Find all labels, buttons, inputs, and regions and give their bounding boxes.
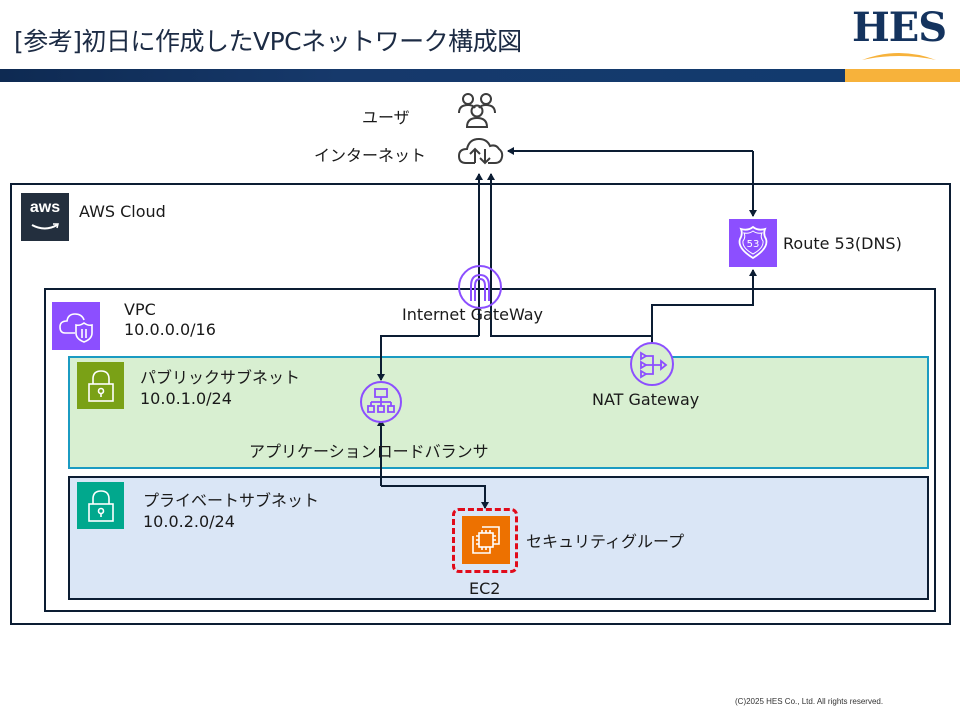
lock-icon bbox=[87, 489, 114, 522]
logo-arc-icon bbox=[862, 53, 936, 60]
vpc-cloud-shield-icon bbox=[59, 313, 93, 343]
vpc-icon-box bbox=[52, 302, 100, 350]
security-group-border bbox=[452, 508, 518, 573]
ec2-chip-icon bbox=[472, 526, 500, 554]
aws-logo-text: aws bbox=[29, 198, 61, 216]
aws-cloud-group bbox=[10, 183, 951, 625]
users-icon bbox=[458, 93, 496, 128]
page-title: [参考]初日に作成したVPCネットワーク構成図 bbox=[14, 27, 522, 56]
user-label: ユーザ bbox=[362, 108, 410, 127]
logo-text: HES bbox=[852, 4, 947, 51]
load-balancer-icon[interactable] bbox=[359, 380, 403, 424]
hes-logo: HES bbox=[850, 4, 950, 60]
security-group-label: セキュリティグループ bbox=[526, 532, 685, 551]
internet-cloud-icon bbox=[458, 137, 504, 165]
nat-gateway-label: NAT Gateway bbox=[592, 390, 700, 409]
private-subnet-label: プライベートサブネット bbox=[143, 491, 320, 510]
aws-logo: aws bbox=[21, 193, 69, 241]
private-subnet-icon-box bbox=[77, 482, 124, 529]
aws-smile-icon bbox=[31, 222, 59, 229]
internet-gateway-label: Internet GateWay bbox=[402, 305, 544, 324]
public-subnet-icon-box bbox=[77, 362, 124, 409]
load-balancer-label: アプリケーションロードバランサ bbox=[249, 442, 489, 461]
public-subnet-cidr: 10.0.1.0/24 bbox=[140, 389, 232, 408]
route53-label: Route 53(DNS) bbox=[783, 234, 902, 253]
private-subnet-cidr: 10.0.2.0/24 bbox=[143, 512, 235, 531]
header-bar-blue bbox=[0, 69, 845, 82]
internet-gateway-icon[interactable] bbox=[457, 264, 503, 310]
public-subnet-group bbox=[68, 356, 929, 469]
public-subnet-label: パブリックサブネット bbox=[140, 368, 301, 387]
ec2-label: EC2 bbox=[469, 579, 501, 598]
header-bar-gold bbox=[845, 69, 960, 82]
lock-icon bbox=[87, 369, 114, 402]
route53-icon-text: 53 bbox=[747, 239, 760, 250]
ec2-instance[interactable] bbox=[462, 516, 510, 564]
nat-gateway-icon[interactable] bbox=[629, 341, 675, 387]
vpc-cidr: 10.0.0.0/16 bbox=[124, 320, 216, 339]
vpc-label: VPC bbox=[124, 300, 156, 319]
aws-cloud-label: AWS Cloud bbox=[79, 202, 166, 221]
copyright: (C)2025 HES Co., Ltd. All rights reserve… bbox=[735, 697, 884, 706]
internet-label: インターネット bbox=[314, 146, 427, 165]
route53-service[interactable]: 53 bbox=[729, 219, 777, 267]
route53-shield-icon: 53 bbox=[738, 225, 768, 260]
